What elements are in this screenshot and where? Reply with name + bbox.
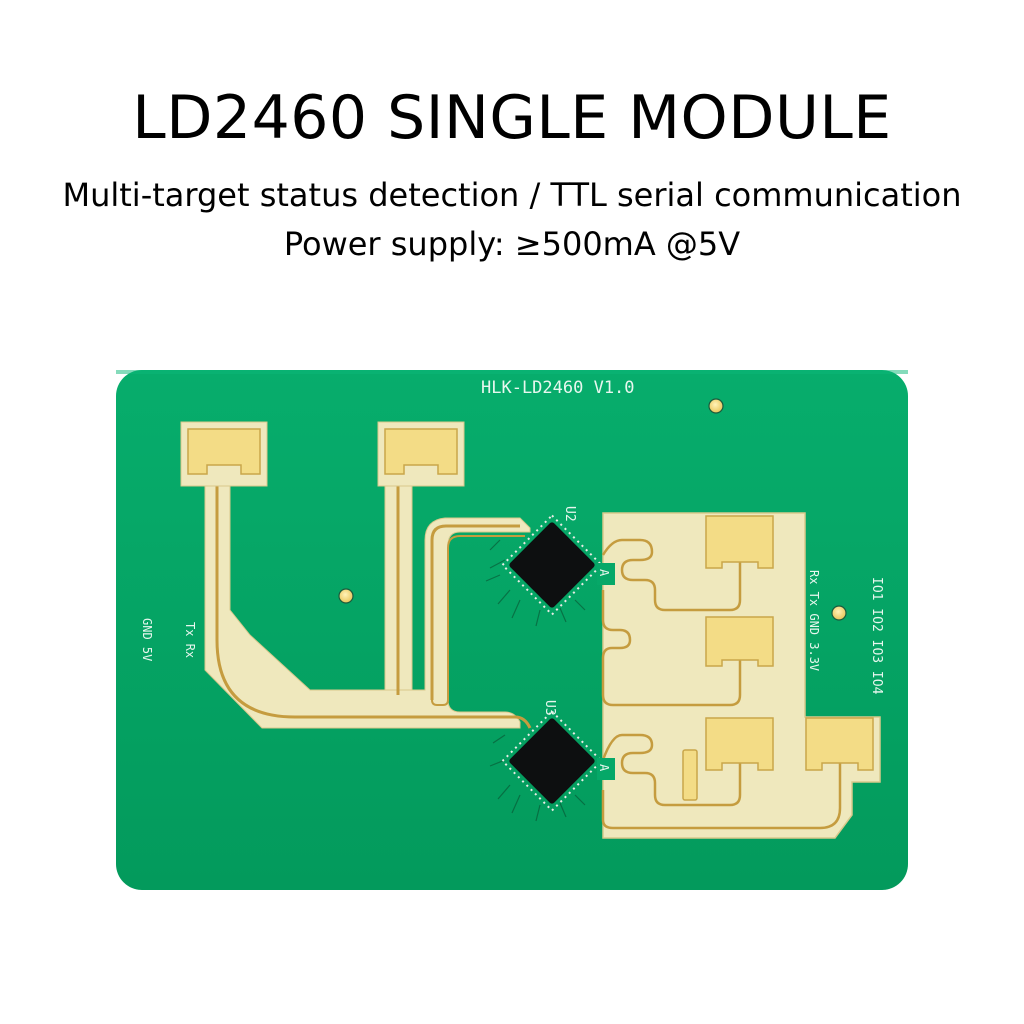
left-antenna-array	[180, 421, 532, 729]
right-pin-label-serial: Rx Tx GND 3.3V	[807, 570, 821, 671]
subtitle-power: Power supply: ≥500mA @5V	[283, 225, 741, 263]
svg-text:A: A	[597, 569, 611, 577]
via-dot	[708, 398, 724, 414]
right-antenna-array	[601, 512, 881, 839]
chip-u3-label: U3	[542, 700, 557, 716]
via-dot	[338, 588, 354, 604]
via-dot	[831, 605, 847, 621]
left-pin-label-power: GND 5V	[140, 618, 154, 661]
chip-u2: A	[485, 514, 615, 627]
board-model-label: HLK-LD2460 V1.0	[481, 378, 635, 398]
right-pin-label-io: IO1 IO2 IO3 IO4	[869, 577, 884, 695]
svg-text:A: A	[597, 764, 611, 772]
page-title: LD2460 SINGLE MODULE	[132, 83, 892, 153]
chip-u2-label: U2	[562, 506, 577, 522]
subtitle-features: Multi-target status detection / TTL seri…	[62, 176, 962, 214]
chip-u3: A	[489, 710, 615, 822]
left-pin-label-serial: Tx Rx	[183, 622, 197, 658]
